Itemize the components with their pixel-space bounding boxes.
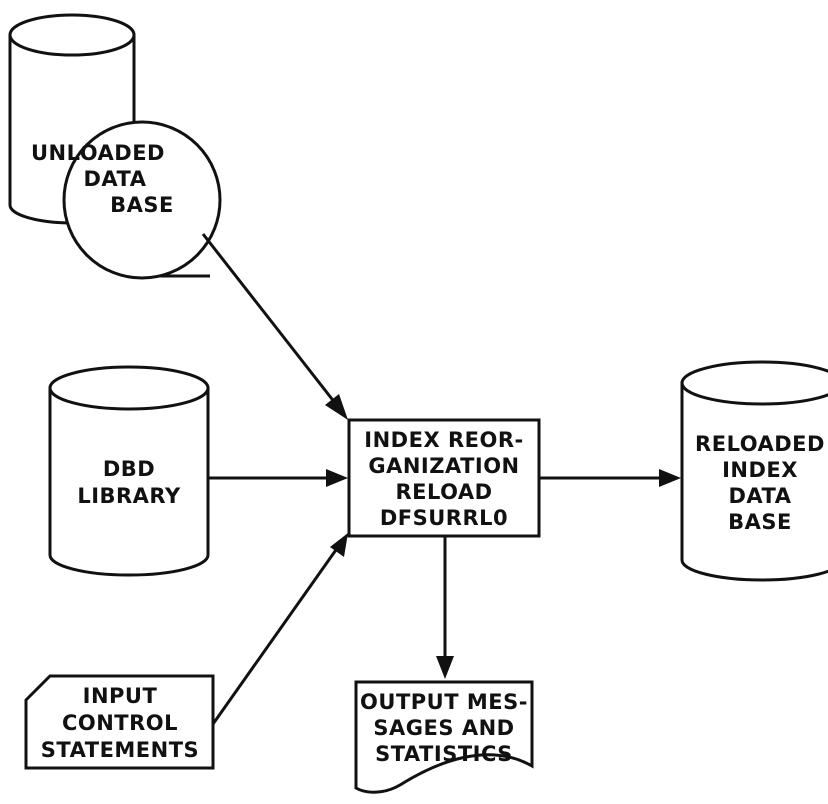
unloaded-data-base-node: UNLOADED DATA BASE (8, 13, 222, 280)
process-label-line3: RELOAD (395, 480, 492, 504)
arrow-process-to-reloaded (539, 469, 681, 487)
arrow-unloaded-to-process (201, 233, 348, 420)
dbd-label-line1: DBD (103, 457, 155, 481)
output-label-line3: STATISTICS (375, 742, 513, 766)
reloaded-label-line4: BASE (728, 510, 792, 534)
process-label-line1: INDEX REOR- (364, 428, 523, 452)
input-label-line1: INPUT (83, 684, 158, 708)
unloaded-label-line2: DATA (83, 167, 146, 191)
input-label-line2: CONTROL (62, 711, 178, 735)
reloaded-label-line3: DATA (728, 484, 791, 508)
output-label-line2: SAGES AND (373, 716, 514, 740)
reloaded-index-data-base-node: RELOADED INDEX DATA BASE (680, 360, 828, 582)
dbd-library-node: DBD LIBRARY (48, 365, 210, 577)
process-label-line4: DFSURRL0 (380, 506, 508, 530)
output-messages-node: OUTPUT MES- SAGES AND STATISTICS (354, 680, 534, 794)
reloaded-label-line2: INDEX (722, 458, 798, 482)
unloaded-label-line3: BASE (110, 193, 174, 217)
unloaded-tape-reel (62, 120, 222, 280)
index-reorganization-reload-node: INDEX REOR- GANIZATION RELOAD DFSURRL0 (347, 418, 541, 538)
input-label-line3: STATEMENTS (41, 738, 199, 762)
arrow-dbd-to-process (208, 469, 348, 487)
dbd-label-line2: LIBRARY (77, 484, 181, 508)
input-control-statements-node: INPUT CONTROL STATEMENTS (24, 674, 215, 770)
unloaded-label-line1: UNLOADED (31, 141, 165, 165)
arrow-process-to-output (436, 536, 454, 679)
arrow-input-to-process (211, 533, 348, 725)
process-label-line2: GANIZATION (368, 454, 519, 478)
output-label-line1: OUTPUT MES- (360, 690, 528, 714)
reloaded-label-line1: RELOADED (695, 432, 825, 456)
